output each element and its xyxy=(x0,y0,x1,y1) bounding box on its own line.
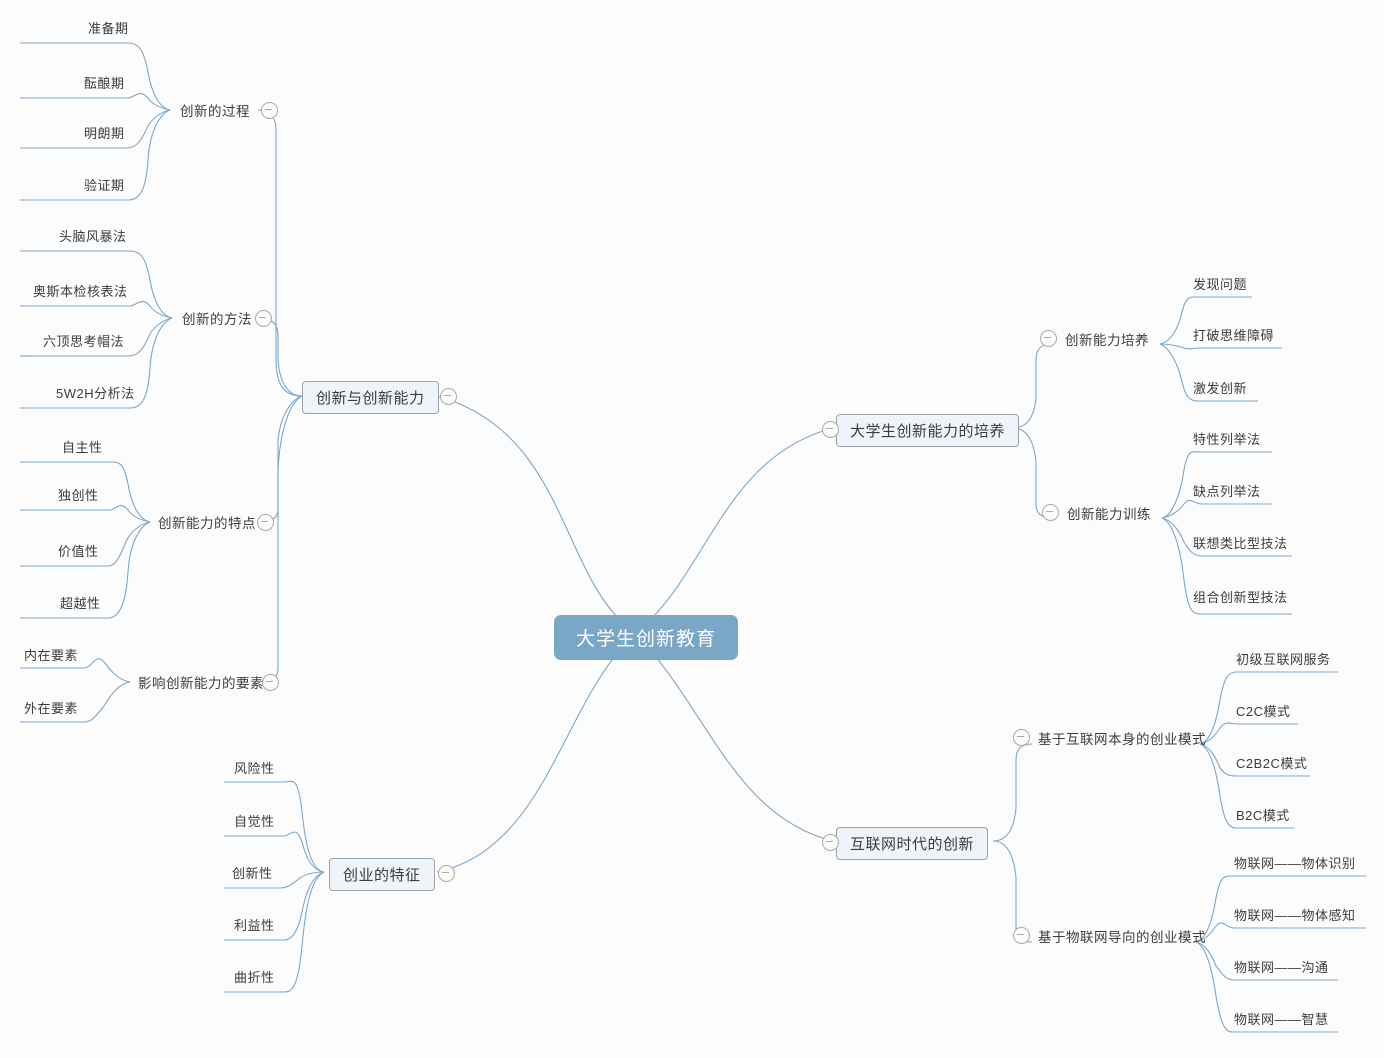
branch-node-internet-era-innovation[interactable]: 互联网时代的创新 xyxy=(836,827,989,860)
leaf-node[interactable]: 特性列举法 xyxy=(1193,432,1261,447)
leaf-node[interactable]: 风险性 xyxy=(234,761,275,776)
leaf-node[interactable]: C2C模式 xyxy=(1236,704,1291,719)
leaf-node[interactable]: 明朗期 xyxy=(84,126,125,141)
sub-node-iot-business-model[interactable]: 基于物联网导向的创业模式 xyxy=(1038,930,1206,945)
sub-node-internet-business-model[interactable]: 基于互联网本身的创业模式 xyxy=(1038,732,1206,747)
collapse-toggle-b1-s4[interactable] xyxy=(262,674,279,691)
collapse-toggle-b4[interactable] xyxy=(822,834,839,851)
collapse-toggle-b4-s1[interactable] xyxy=(1013,729,1030,746)
leaf-node[interactable]: 超越性 xyxy=(60,596,101,611)
leaf-node[interactable]: 组合创新型技法 xyxy=(1193,590,1288,605)
leaf-node[interactable]: 自主性 xyxy=(62,440,103,455)
sub-node-innovation-methods[interactable]: 创新的方法 xyxy=(182,312,252,327)
collapse-toggle-b1[interactable] xyxy=(440,388,457,405)
sub-node-innovation-traits[interactable]: 创新能力的特点 xyxy=(158,516,256,531)
leaf-node[interactable]: 物联网——物体感知 xyxy=(1234,908,1356,923)
branch-node-ability-cultivation[interactable]: 大学生创新能力的培养 xyxy=(836,414,1020,447)
collapse-toggle-b4-s2[interactable] xyxy=(1013,927,1030,944)
collapse-toggle-b1-s2[interactable] xyxy=(255,310,272,327)
leaf-node[interactable]: 创新性 xyxy=(232,866,273,881)
leaf-node[interactable]: 奥斯本检核表法 xyxy=(33,284,128,299)
sub-node-innovation-process[interactable]: 创新的过程 xyxy=(180,104,250,119)
branch-node-entrepreneurship-traits[interactable]: 创业的特征 xyxy=(329,858,435,891)
leaf-node[interactable]: 物联网——物体识别 xyxy=(1234,856,1356,871)
leaf-node[interactable]: 内在要素 xyxy=(24,648,79,663)
leaf-node[interactable]: 独创性 xyxy=(58,488,99,503)
leaf-node[interactable]: 初级互联网服务 xyxy=(1236,652,1331,667)
leaf-node[interactable]: 5W2H分析法 xyxy=(56,386,135,401)
leaf-node[interactable]: 曲折性 xyxy=(234,970,275,985)
leaf-node[interactable]: 准备期 xyxy=(88,21,129,36)
collapse-toggle-b3-s1[interactable] xyxy=(1040,330,1057,347)
leaf-node[interactable]: 价值性 xyxy=(58,544,99,559)
leaf-node[interactable]: 六顶思考帽法 xyxy=(43,334,125,349)
leaf-node[interactable]: 打破思维障碍 xyxy=(1193,328,1275,343)
leaf-node[interactable]: B2C模式 xyxy=(1236,808,1290,823)
sub-node-influencing-factors[interactable]: 影响创新能力的要素 xyxy=(138,676,264,691)
leaf-node[interactable]: 缺点列举法 xyxy=(1193,484,1261,499)
leaf-node[interactable]: 发现问题 xyxy=(1193,277,1248,292)
collapse-toggle-b1-s3[interactable] xyxy=(257,514,274,531)
leaf-node[interactable]: C2B2C模式 xyxy=(1236,756,1308,771)
collapse-toggle-b3[interactable] xyxy=(822,421,839,438)
leaf-node[interactable]: 自觉性 xyxy=(234,814,275,829)
collapse-toggle-b3-s2[interactable] xyxy=(1042,504,1059,521)
collapse-toggle-b1-s1[interactable] xyxy=(261,102,278,119)
sub-node-ability-training[interactable]: 创新能力训练 xyxy=(1067,507,1151,522)
leaf-node[interactable]: 物联网——智慧 xyxy=(1234,1012,1329,1027)
leaf-node[interactable]: 酝酿期 xyxy=(84,76,125,91)
leaf-node[interactable]: 头脑风暴法 xyxy=(59,229,127,244)
leaf-node[interactable]: 联想类比型技法 xyxy=(1193,536,1288,551)
leaf-node[interactable]: 激发创新 xyxy=(1193,381,1248,396)
root-node[interactable]: 大学生创新教育 xyxy=(554,615,739,660)
leaf-node[interactable]: 验证期 xyxy=(84,178,125,193)
sub-node-ability-cultivation[interactable]: 创新能力培养 xyxy=(1065,333,1149,348)
leaf-node[interactable]: 外在要素 xyxy=(24,701,79,716)
leaf-node[interactable]: 利益性 xyxy=(234,918,275,933)
leaf-node[interactable]: 物联网——沟通 xyxy=(1234,960,1329,975)
branch-node-innovation-ability[interactable]: 创新与创新能力 xyxy=(302,381,439,414)
collapse-toggle-b2[interactable] xyxy=(438,865,455,882)
